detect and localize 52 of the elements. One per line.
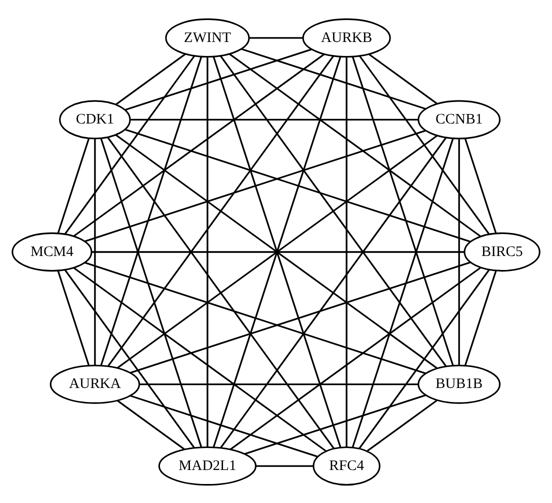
connector: [91, 250, 464, 252]
connector: [206, 56, 208, 447]
connector: [352, 138, 454, 448]
connector: [64, 268, 195, 448]
node-ellipse: ZWINT: [165, 18, 250, 58]
connector: [464, 138, 497, 234]
connector: [73, 53, 325, 236]
connector: [107, 136, 334, 448]
connector: [130, 394, 318, 457]
connector: [117, 400, 185, 450]
connector: [130, 118, 418, 120]
connector: [249, 36, 303, 38]
connector: [241, 48, 426, 110]
node-ellipse: BIRC5: [464, 232, 540, 272]
node-ellipse: AURKA: [50, 364, 140, 404]
connector: [458, 138, 460, 365]
connector: [352, 56, 454, 366]
node-ellipse: MAD2L1: [158, 446, 257, 486]
connector: [107, 54, 334, 366]
connector: [130, 260, 471, 374]
connector: [229, 52, 481, 236]
connector: [94, 138, 96, 365]
connector: [256, 464, 314, 466]
connector: [358, 268, 490, 449]
connector: [212, 56, 342, 448]
connector: [124, 128, 471, 242]
connector: [64, 54, 196, 234]
connector: [125, 48, 312, 110]
connector: [57, 270, 90, 366]
node-ellipse: MCM4: [12, 232, 92, 272]
node-ellipse: RFC4: [312, 446, 380, 486]
connector: [368, 52, 438, 104]
node-ellipse: CCNB1: [418, 100, 501, 139]
node-ellipse: AURKB: [302, 18, 391, 58]
connector: [57, 138, 90, 234]
connector: [358, 54, 490, 234]
connector: [220, 54, 447, 366]
connector: [139, 382, 418, 385]
connector: [115, 52, 186, 105]
node-ellipse: BUB1B: [418, 364, 501, 404]
connector: [230, 266, 481, 450]
connector: [100, 138, 202, 447]
connector: [84, 261, 426, 374]
connector: [73, 266, 327, 452]
connector: [84, 129, 426, 242]
connector: [464, 270, 497, 366]
connector: [244, 394, 426, 454]
connector: [220, 136, 447, 448]
connector: [100, 56, 202, 366]
connector: [346, 56, 348, 446]
node-ellipse: CDK1: [59, 100, 131, 139]
connector: [366, 399, 438, 452]
